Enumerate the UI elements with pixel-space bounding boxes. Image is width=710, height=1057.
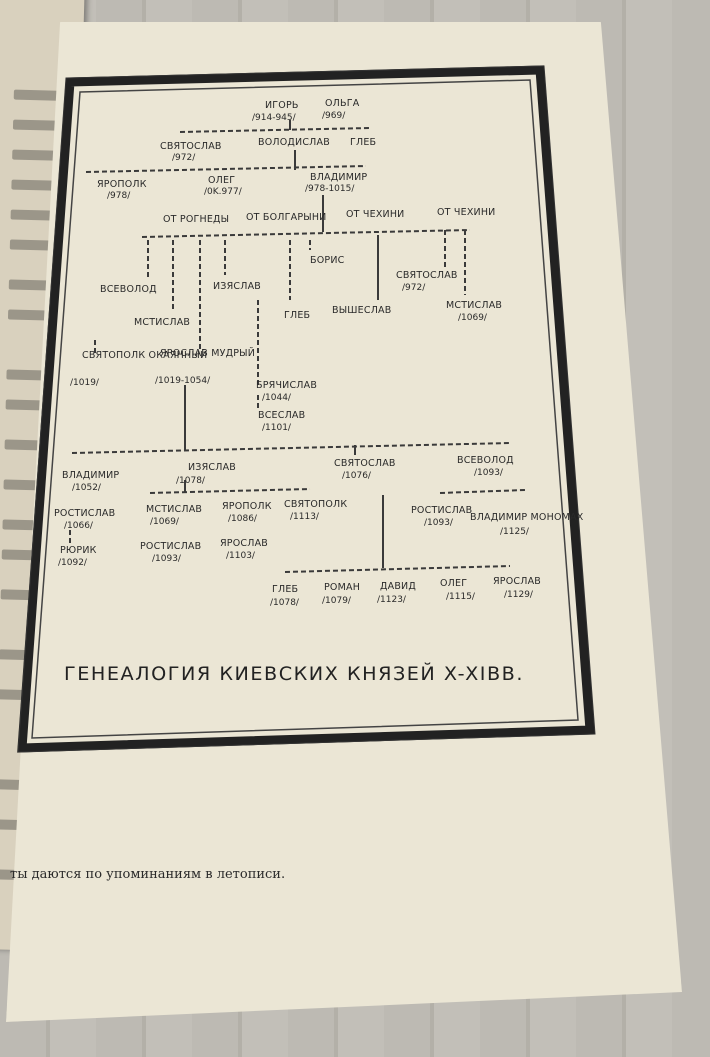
person-izyaslav2-name: ИЗЯСЛАВ (188, 462, 236, 473)
person-mstislav2-years: /1069/ (458, 313, 488, 323)
person-izyaslav1-name: ИЗЯСЛАВ (213, 281, 261, 292)
person-vladimir2-years: /1052/ (72, 483, 102, 493)
person-vsevolod2-years: /1093/ (474, 468, 504, 478)
mother-bolgarynya: ОТ БОЛГАРЫНИ (246, 212, 327, 223)
person-bryachislav-name: БРЯЧИСЛАВ (256, 380, 317, 391)
person-vladimir2-name: ВЛАДИМИР (62, 470, 119, 481)
person-mstislav3-name: МСТИСЛАВ (146, 504, 202, 515)
lineage-lines (69, 120, 526, 573)
person-ryurik-name: РЮРИК (60, 545, 97, 556)
person-rostislav2-years: /1093/ (152, 554, 182, 564)
person-vladimir3-years: /1125/ (500, 527, 530, 537)
person-yaropolk1-years: /978/ (107, 191, 131, 201)
footnote-text: ты даются по упоминаниям в летописи. (10, 867, 285, 882)
person-vsevolod2-name: ВСЕВОЛОД (457, 455, 514, 466)
person-vysheslav-name: ВЫШЕСЛАВ (332, 305, 391, 316)
person-svyatoslav3-name: СВЯТОСЛАВ (334, 458, 396, 469)
person-yaroslav3-years: /1129/ (504, 590, 534, 600)
person-bryachislav-years: /1044/ (262, 393, 292, 403)
person-oleg1-years: /0K.977/ (204, 187, 243, 197)
person-svyatoslav2-name: СВЯТОСЛАВ (396, 270, 458, 281)
person-yaroslav2-years: /1103/ (226, 551, 256, 561)
person-rostislav3-years: /1093/ (424, 518, 454, 528)
person-svyatopolk1-name: СВЯТОПОЛК ОКАЯННЫЙ (82, 349, 207, 361)
person-mstislav2-name: МСТИСЛАВ (446, 300, 502, 311)
person-voloislav-name: ВОЛОДИСЛАВ (258, 137, 330, 148)
person-yaroslav1-name: ЯРОСЛАВ МУДРЫЙ (160, 347, 255, 359)
person-yaropolk2-years: /1086/ (228, 514, 258, 524)
mother-rogneda: ОТ РОГНЕДЫ (163, 214, 229, 225)
person-oleg2-years: /1115/ (446, 592, 476, 602)
person-vladimir1-name: ВЛАДИМИР (310, 172, 367, 183)
person-olga-name: ОЛЬГА (325, 98, 360, 109)
person-vseslav-name: ВСЕСЛАВ (258, 410, 305, 421)
person-gleb3-years: /1078/ (270, 598, 300, 608)
person-oleg1-name: ОЛЕГ (208, 175, 235, 186)
person-rostislav1-years: /1066/ (64, 521, 94, 531)
person-boris-name: БОРИС (310, 255, 345, 266)
person-vseslav-years: /1101/ (262, 423, 292, 433)
person-svyatopolk2-name: СВЯТОПОЛК (284, 499, 347, 510)
person-olga-years: /969/ (322, 111, 346, 121)
person-vladimir3-name: ВЛАДИМИР МОНОМАХ (470, 512, 584, 523)
mother-chekhini-2: ОТ ЧЕХИНИ (437, 207, 495, 218)
person-david-years: /1123/ (377, 595, 407, 605)
person-rostislav1-name: РОСТИСЛАВ (54, 508, 115, 519)
person-igor-years: /914-945/ (252, 113, 297, 123)
person-gleb2-name: ГЛЕБ (284, 310, 310, 321)
person-svyatopolk1-years: /1019/ (70, 378, 100, 388)
person-ryurik-years: /1092/ (58, 558, 88, 568)
person-mstislav1-name: МСТИСЛАВ (134, 317, 190, 328)
person-vsevolod1-name: ВСЕВОЛОД (100, 284, 157, 295)
person-svyatoslav2-years: /972/ (402, 283, 426, 293)
person-roman-name: РОМАН (324, 582, 360, 593)
person-igor-name: ИГОРЬ (265, 100, 299, 111)
person-svyatopolk2-years: /1113/ (290, 512, 320, 522)
person-rostislav2-name: РОСТИСЛАВ (140, 541, 201, 552)
diagram-caption: ГЕНЕАЛОГИЯ КИЕВСКИХ КНЯЗЕЙ X-XIВВ. (64, 662, 524, 685)
person-yaropolk2-name: ЯРОПОЛК (222, 501, 272, 512)
person-rostislav3-name: РОСТИСЛАВ (411, 505, 472, 516)
person-yaroslav3-name: ЯРОСЛАВ (493, 576, 541, 587)
person-yaropolk1-name: ЯРОПОЛК (97, 179, 147, 190)
person-yaroslav2-name: ЯРОСЛАВ (220, 538, 268, 549)
person-svyatoslav3-years: /1076/ (342, 471, 372, 481)
person-izyaslav2-years: /1078/ (176, 476, 206, 486)
person-david-name: ДАВИД (380, 581, 416, 592)
book-page (6, 22, 682, 1022)
mother-chekhini-1: ОТ ЧЕХИНИ (346, 209, 404, 220)
person-mstislav3-years: /1069/ (150, 517, 180, 527)
person-roman-years: /1079/ (322, 596, 352, 606)
person-svyatoslav1-years: /972/ (172, 153, 196, 163)
person-gleb1-name: ГЛЕБ (350, 137, 376, 148)
ornamental-frame (17, 65, 596, 753)
person-oleg2-name: ОЛЕГ (440, 578, 467, 589)
person-yaroslav1-years: /1019-1054/ (155, 376, 211, 386)
person-vladimir1-years: /978-1015/ (305, 184, 355, 194)
person-svyatoslav1-name: СВЯТОСЛАВ (160, 141, 222, 152)
person-gleb3-name: ГЛЕБ (272, 584, 298, 595)
